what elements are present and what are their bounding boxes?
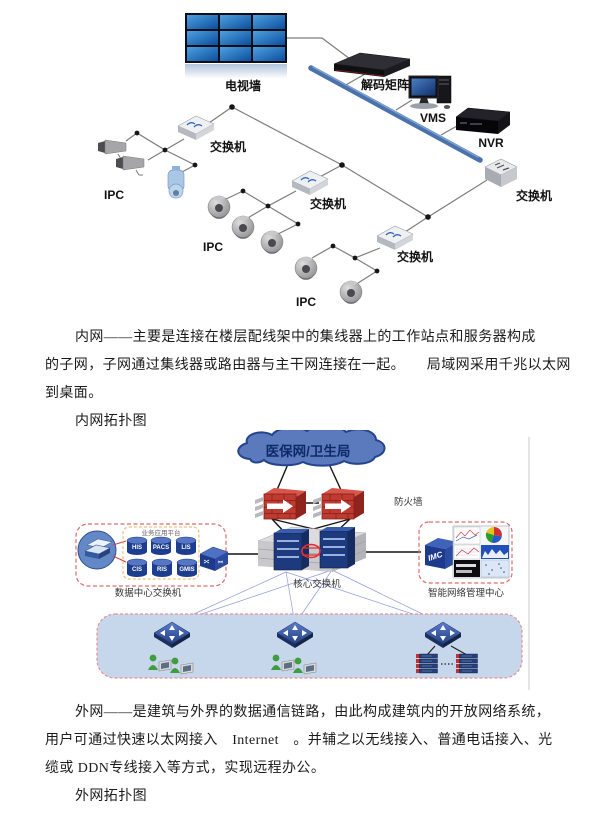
dc-cube-switch-icon: [199, 546, 229, 571]
management-screens: [452, 525, 510, 579]
junction-dots: [134, 104, 431, 274]
access-switch-icon: [177, 115, 215, 141]
paragraph-intranet-line: 内网——主要是连接在楼层配线架中的集线器上的工作站点和服务器构成: [75, 330, 536, 345]
app-platform-label: 业务应用平台: [142, 528, 181, 537]
dome-camera-icon: [294, 256, 318, 281]
paragraph-extranet-line: 外网——是建筑与外界的数据通信链路，由此构成建筑内的开放网络系统，: [75, 705, 551, 720]
core-switch-label: 核心交换机: [293, 578, 341, 590]
app-platform-box: [122, 526, 200, 580]
nvr-label: NVR: [478, 136, 504, 150]
switch-label: 交换机: [397, 249, 433, 264]
nvr-icon: [455, 107, 511, 134]
database-label: PACS: [153, 545, 169, 551]
figure2-caption: 内网拓扑图: [75, 414, 147, 429]
server-rack-links: [426, 645, 468, 665]
fiber-backbone-highlight: [312, 66, 479, 158]
fiber-backbone-line: [308, 65, 483, 163]
datacenter-group: 业务应用平台 HIS PACS LIS CIS RIS GMIS: [75, 523, 229, 587]
datacenter-switch-label: 数据中心交换机: [115, 587, 182, 599]
bullet-camera-icon: [97, 139, 127, 160]
switch-label: 交换机: [210, 139, 246, 154]
imc-label: IMC: [427, 550, 444, 563]
cloud-wan-icon: 医保网/卫生局: [237, 430, 386, 467]
database-label: RIS: [157, 567, 167, 573]
ipc-label: IPC: [203, 240, 223, 254]
access-switch-icon: [291, 170, 329, 196]
management-group: IMC: [418, 521, 513, 584]
database-label: LIS: [181, 545, 190, 551]
core-switch-icon: [257, 526, 367, 572]
firewall-label: 防火墙: [394, 496, 423, 508]
dome-camera-icon: [231, 215, 255, 240]
figure1-topology-lines: [125, 37, 488, 284]
figure2-core-network-topology: 医保网/卫生局 防火墙 核: [75, 430, 530, 690]
decoder-matrix-label: 解码矩阵: [361, 77, 409, 92]
firewall-icon: [312, 487, 365, 520]
ptz-camera-icon: [167, 166, 185, 199]
paragraph-extranet-line: 用户可通过快速以太网接入 Internet 。并辅之以无线接入、普通电话接入、光: [45, 733, 553, 748]
dome-camera-icon: [207, 195, 231, 220]
database-label: GMIS: [179, 567, 194, 573]
figure3-caption: 外网拓扑图: [75, 789, 147, 804]
vms-label: VMS: [420, 111, 446, 125]
firewall-icon: [254, 487, 307, 520]
core-cube-switch-icon: [484, 158, 518, 188]
cloud-label: 医保网/卫生局: [266, 443, 351, 459]
ipc-label: IPC: [296, 295, 316, 309]
vms-workstation-icon: [408, 75, 452, 109]
bullet-camera-icon: [115, 155, 145, 176]
tv-wall-icon: [185, 13, 287, 79]
dome-camera-icon: [260, 230, 284, 255]
switch-label: 交换机: [516, 188, 552, 203]
management-center-label: 智能网络管理中心: [428, 587, 505, 599]
paragraph-extranet-line: 缆或 DDN专线接入等方式，实现远程办公。: [45, 761, 326, 776]
decoder-matrix-icon: [333, 52, 411, 77]
database-label: CIS: [132, 567, 142, 573]
switch-label: 交换机: [310, 196, 346, 211]
paragraph-intranet-line: 的子网，子网通过集线器或路由器与主干网连接在一起。 局域网采用千兆以太网: [45, 358, 571, 373]
ipc-label: IPC: [104, 188, 124, 202]
access-layer-band: [96, 613, 523, 679]
figure1-surveillance-topology: 电视墙 解码矩阵 VMS NVR 交换机 交换机 交换机 交换机 IPC IPC…: [97, 13, 552, 309]
paragraph-intranet-line: 到桌面。: [45, 386, 103, 401]
tv-wall-label: 电视墙: [225, 78, 261, 93]
database-label: HIS: [132, 545, 142, 551]
dome-camera-icon: [339, 280, 363, 305]
